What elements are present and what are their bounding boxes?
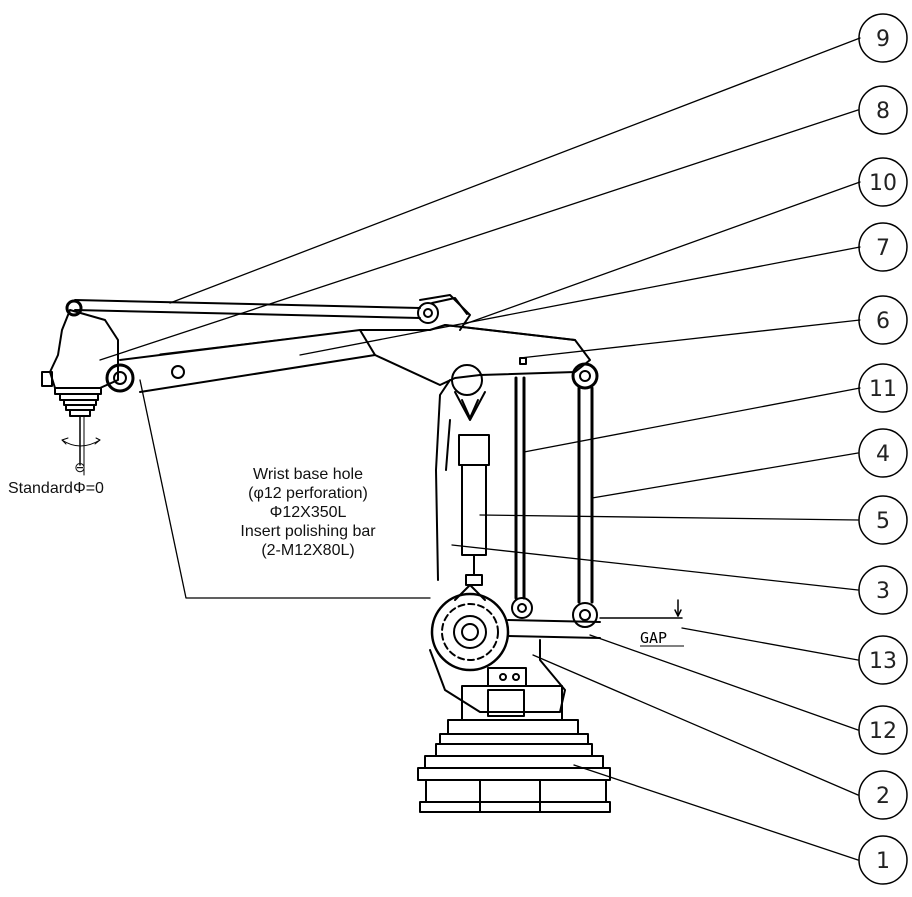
callout-1: 1	[876, 849, 890, 874]
callout-7: 7	[876, 236, 890, 261]
upper-link-rod	[65, 299, 439, 324]
wrist-note-line-5: (2-M12X80L)	[261, 542, 355, 559]
callout-8: 8	[876, 99, 890, 124]
standard-label: StandardΦ=0	[8, 480, 104, 497]
callout-13: 13	[869, 649, 897, 674]
callout-2: 2	[876, 784, 890, 809]
callout-5: 5	[876, 509, 890, 534]
wrist-note-line-4: Insert polishing bar	[240, 523, 376, 540]
elbow-joint	[451, 357, 599, 396]
gap-label: GAP	[640, 629, 667, 647]
callout-10: 10	[869, 171, 897, 196]
leader-lines	[99, 37, 861, 861]
wrist-assembly	[41, 309, 135, 476]
callout-9: 9	[876, 27, 890, 52]
main-arm	[119, 294, 591, 393]
wrist-note-line-3: Φ12X350L	[269, 504, 347, 521]
balancer	[435, 379, 490, 586]
callout-circles	[858, 13, 908, 885]
callout-6: 6	[876, 309, 890, 334]
callout-11: 11	[869, 377, 897, 402]
callout-12: 12	[869, 719, 897, 744]
vertical-links	[514, 376, 594, 604]
lower-arm	[430, 584, 683, 672]
wrist-note: Wrist base hole (φ12 perforation) Φ12X35…	[208, 465, 408, 560]
wrist-note-line-1: Wrist base hole	[253, 466, 363, 483]
callout-4: 4	[876, 442, 890, 467]
zero-mark: ⊖	[74, 459, 86, 475]
wrist-note-line-2: (φ12 perforation)	[248, 485, 368, 502]
callout-3: 3	[876, 579, 890, 604]
callout-numbers: 9 8 10 7 6 11 4 5 3 13 12 2 1	[869, 27, 897, 874]
robot-base	[417, 639, 611, 813]
